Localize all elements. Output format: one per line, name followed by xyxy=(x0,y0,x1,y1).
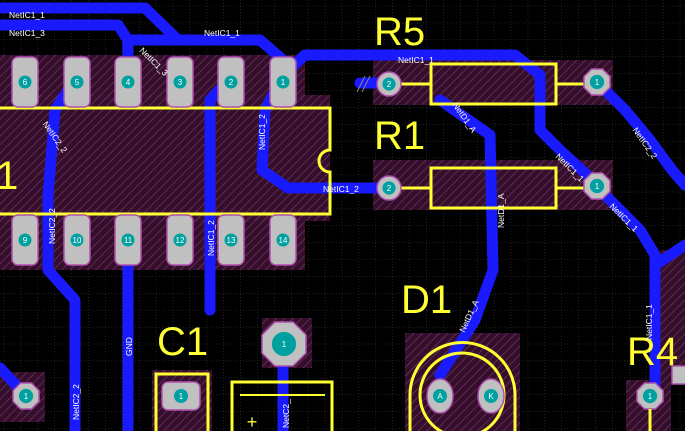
r4-pad-1-number: 1 xyxy=(648,392,653,401)
net-label: NetIC1_1 xyxy=(9,10,45,20)
c2-polarity-mark: + xyxy=(247,412,258,431)
right-edge-pad[interactable] xyxy=(671,365,685,385)
left-edge-pad-hole xyxy=(18,388,34,404)
ic1-pad-1-hole xyxy=(276,75,290,89)
c1-pad-1-label: 1 xyxy=(179,392,184,401)
r5-cut-mark-b xyxy=(361,75,371,93)
ic1-pad-3-hole xyxy=(173,75,187,89)
ic1-pad-3-number: 3 xyxy=(178,78,183,87)
ic1-pad-11-number: 11 xyxy=(124,236,133,245)
ic1-pad-9-number: 9 xyxy=(23,236,28,245)
ic1-pad-5-hole xyxy=(70,75,84,89)
net-label: NetIC2_2 xyxy=(47,208,57,244)
net-label: NetIC2_2 xyxy=(71,384,81,420)
d1-pad-a-label: A xyxy=(437,392,443,401)
trace-net-ic1-1-r4[interactable] xyxy=(591,181,661,401)
ic1-pad-4-hole xyxy=(121,75,135,89)
ic1-pad-14-hole xyxy=(276,233,290,247)
net-label: NetIC1_2 xyxy=(323,184,359,194)
r5-pad-2-number: 2 xyxy=(387,80,392,89)
ic1-pad-6-hole xyxy=(18,75,32,89)
ic1-pad-1-number: 1 xyxy=(281,78,286,87)
c1-body xyxy=(154,372,210,431)
ic1-body-outline xyxy=(0,106,332,216)
net-label: NetC2_ xyxy=(281,399,291,428)
ic1-pad-2-number: 2 xyxy=(229,78,234,87)
trace-net-ic1-1-r5[interactable] xyxy=(277,49,604,191)
designator-d1[interactable]: D1 xyxy=(401,278,453,322)
d1-pad-k-hole xyxy=(484,389,498,403)
r5-cut-mark-a xyxy=(356,75,366,93)
ic1-pad-12-number: 12 xyxy=(176,236,185,245)
r4-pad-1-hole xyxy=(642,388,658,404)
designator-r4[interactable]: R4 xyxy=(627,330,679,374)
designator-ic1[interactable]: 1 xyxy=(0,154,19,198)
ic1-pad-6-number: 6 xyxy=(23,78,28,87)
c2-pad-1-number: 1 xyxy=(282,340,287,349)
r1-pad-2-hole xyxy=(382,181,396,195)
net-label: NetIC1_2 xyxy=(206,220,216,256)
right-edge-courtyard xyxy=(660,250,685,380)
ic1-top-pins-courtyard xyxy=(0,55,305,100)
ic1-pad-11-hole xyxy=(121,233,135,247)
left-edge-pad-number: 1 xyxy=(24,392,29,401)
designator-r1[interactable]: R1 xyxy=(374,114,426,158)
trace-net-d1-a[interactable] xyxy=(434,94,499,381)
net-label: NetIC1_1 xyxy=(204,28,240,38)
net-label: NetIC1_2 xyxy=(257,114,267,150)
ic1-pad-5-number: 5 xyxy=(75,78,80,87)
r5-pad-1-number: 1 xyxy=(595,78,600,87)
ic1-pad-13-hole xyxy=(224,233,238,247)
r1-pad-2-number: 2 xyxy=(387,184,392,193)
ic1-pad-14-number: 14 xyxy=(279,236,288,245)
c1-pad-1-hole xyxy=(174,389,188,403)
r5-pad-1-hole xyxy=(589,74,605,90)
net-label: NetIC1_1 xyxy=(398,55,434,65)
net-label: NetIC1_3 xyxy=(9,28,45,38)
r1-pad-1-hole xyxy=(589,178,605,194)
ic1-pad-10-number: 10 xyxy=(73,236,82,245)
designator-r5[interactable]: R5 xyxy=(374,10,426,54)
r1-pad-1-number: 1 xyxy=(595,182,600,191)
trace-net-ic2-2-left[interactable] xyxy=(42,72,82,431)
r5-pad-2-hole xyxy=(382,77,396,91)
net-label: GND xyxy=(124,337,134,356)
designator-c1[interactable]: C1 xyxy=(157,320,209,364)
trace-right-edge[interactable] xyxy=(654,239,685,268)
ic1-pad-12-hole xyxy=(173,233,187,247)
net-label: NetIC1_1 xyxy=(644,304,654,340)
ic1-pad-9-hole xyxy=(18,233,32,247)
ic1-pad-10-hole xyxy=(70,233,84,247)
ic1-pad-4-number: 4 xyxy=(126,78,131,87)
c2-pad-1-hole xyxy=(271,331,297,357)
ic1-pad-2-hole xyxy=(224,75,238,89)
ic1-pad-13-number: 13 xyxy=(227,236,236,245)
c2-body xyxy=(230,380,334,431)
d1-pad-a-hole xyxy=(433,389,447,403)
net-label: NetD1_A xyxy=(496,193,506,229)
d1-outline xyxy=(408,341,517,431)
trace-net-ic2-2-right[interactable] xyxy=(591,76,685,191)
d1-pad-k-label: K xyxy=(488,392,494,401)
